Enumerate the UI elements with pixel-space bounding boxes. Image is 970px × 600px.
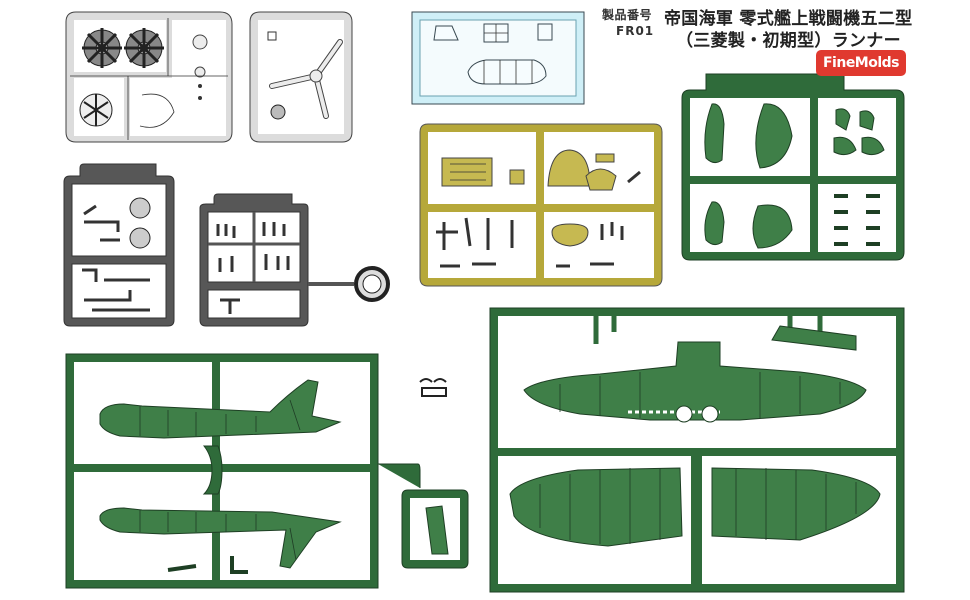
product-code: FR01: [616, 24, 655, 38]
product-number-label: 製品番号: [602, 8, 653, 22]
header: 製品番号 FR01 帝国海軍 零式艦上戦闘機五二型 （三菱製・初期型）ランナー: [596, 4, 968, 51]
green-fuselage-runner: [65, 353, 469, 589]
horizontal-stabilizer-part: [704, 103, 793, 249]
canopy-part: [433, 23, 553, 85]
upper-wing-right-part: [711, 467, 881, 541]
small-parts: [216, 222, 290, 314]
seat-part: [551, 222, 624, 247]
flap-parts: [833, 108, 885, 246]
light-gray-engine-runner: [65, 11, 233, 143]
green-tail-runner: [681, 73, 905, 261]
fuselage-half-upper: [99, 379, 342, 439]
rudder-part: [425, 505, 449, 555]
dark-gray-runner-right: [199, 193, 390, 327]
propeller-part: [269, 39, 343, 119]
green-wing-runner: [489, 307, 905, 593]
engine-cylinder-part: [82, 28, 164, 68]
page-title: 帝国海軍 零式艦上戦闘機五二型: [664, 9, 913, 29]
dark-gray-runner-left: [63, 163, 175, 327]
olive-cockpit-runner: [419, 123, 663, 287]
brand-logo: FineMolds: [816, 50, 906, 76]
cowling-part: [79, 93, 175, 128]
landing-gear-part: [82, 197, 151, 312]
light-gray-propeller-runner: [249, 11, 353, 143]
clear-canopy-runner: [411, 11, 585, 105]
lower-wing-part: [523, 341, 867, 423]
upper-wing-left-part: [509, 467, 683, 547]
page-subtitle: （三菱製・初期型）ランナー: [676, 31, 901, 51]
fuselage-half-lower: [99, 507, 342, 569]
cockpit-floor-part: [441, 157, 525, 187]
instrument-panel-part: [547, 149, 641, 191]
